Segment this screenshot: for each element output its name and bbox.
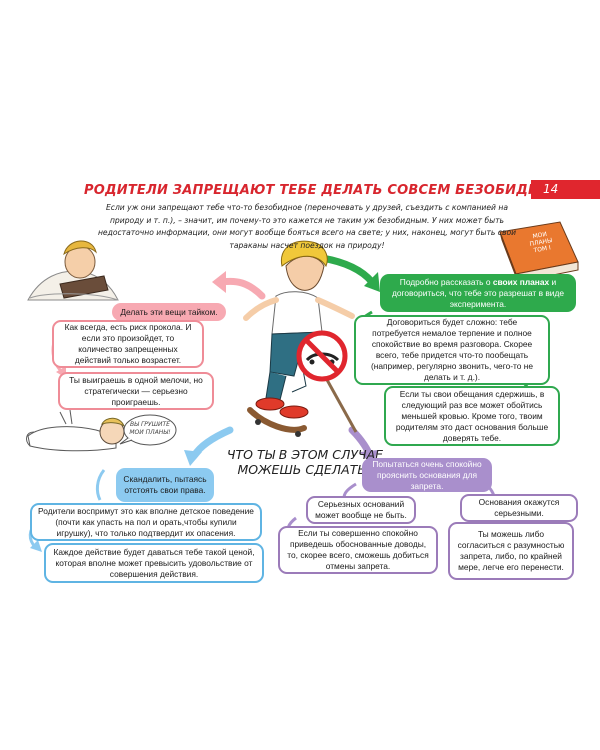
scandal-price-box: Каждое действие будет даваться тебе тако…	[44, 543, 264, 583]
explain-head-text: Подробно рассказать о своих планах и дог…	[391, 276, 565, 309]
explain-hard-box: Договориться будет сложно: тебе потребуе…	[354, 315, 550, 385]
secret-risk-box: Как всегда, есть риск прокола. И если эт…	[52, 320, 204, 368]
arrow-to-secret	[218, 277, 266, 300]
speech-bubble-tail	[119, 437, 133, 445]
skater-boy-illustration	[243, 240, 355, 437]
secret-loss-box: Ты выиграешь в одной мелочи, но стратеги…	[58, 372, 214, 410]
lying-boy-illustration	[26, 409, 126, 452]
boy-reading-illustration	[27, 240, 119, 301]
speech-line-1: ВЫ ГРУШИТЕ	[130, 421, 170, 428]
blue-connector-1	[95, 469, 106, 501]
page-number-tab: 14	[531, 180, 600, 199]
reasons-option-head: Попытаться очень спокойно прояснить осно…	[362, 458, 492, 492]
reasons-none-box: Серьезных оснований может вообще не быть…	[306, 496, 416, 524]
speech-bubble	[123, 414, 177, 446]
reasons-argue-box: Если ты совершенно спокойно приведешь об…	[278, 526, 438, 574]
reasons-serious-box: Основания окажутся серьезными.	[460, 494, 578, 522]
arrow-to-secret-head	[212, 271, 226, 293]
book-illustration	[499, 221, 579, 283]
blue-connector-head	[30, 540, 42, 552]
reasons-accept-box: Ты можешь либо согласиться с разумностью…	[448, 522, 574, 580]
arrow-to-explain	[318, 254, 376, 286]
speech-line-2: МОИ ПЛАНЫ!	[129, 429, 171, 436]
arrow-to-scandal-head	[184, 450, 202, 466]
secret-option-head: Делать эти вещи тайком.	[112, 303, 226, 321]
intro-text: Если уж они запрещают тебе что-то безоби…	[97, 203, 517, 250]
scandal-childish-box: Родители воспримут это как вполне детско…	[30, 503, 262, 541]
no-skateboard-sign-icon	[296, 330, 358, 433]
explain-trust-box: Если ты свои обещания сдержишь, в следую…	[384, 386, 560, 446]
explain-option-head: Подробно рассказать о своих планах и дог…	[380, 274, 576, 312]
scandal-option-head: Скандалить, пытаясь отстоять свои права.	[116, 468, 214, 502]
center-question: ЧТО ТЫ В ЭТОМ СЛУЧАЕ МОЖЕШЬ СДЕЛАТЬ?	[226, 447, 384, 477]
arrow-to-explain-head	[364, 272, 380, 292]
speech-bubble-text: ВЫ ГРУШИТЕ МОИ ПЛАНЫ!	[126, 421, 174, 437]
page-title: РОДИТЕЛИ ЗАПРЕЩАЮТ ТЕБЕ ДЕЛАТЬ СОВСЕМ БЕ…	[84, 183, 600, 198]
